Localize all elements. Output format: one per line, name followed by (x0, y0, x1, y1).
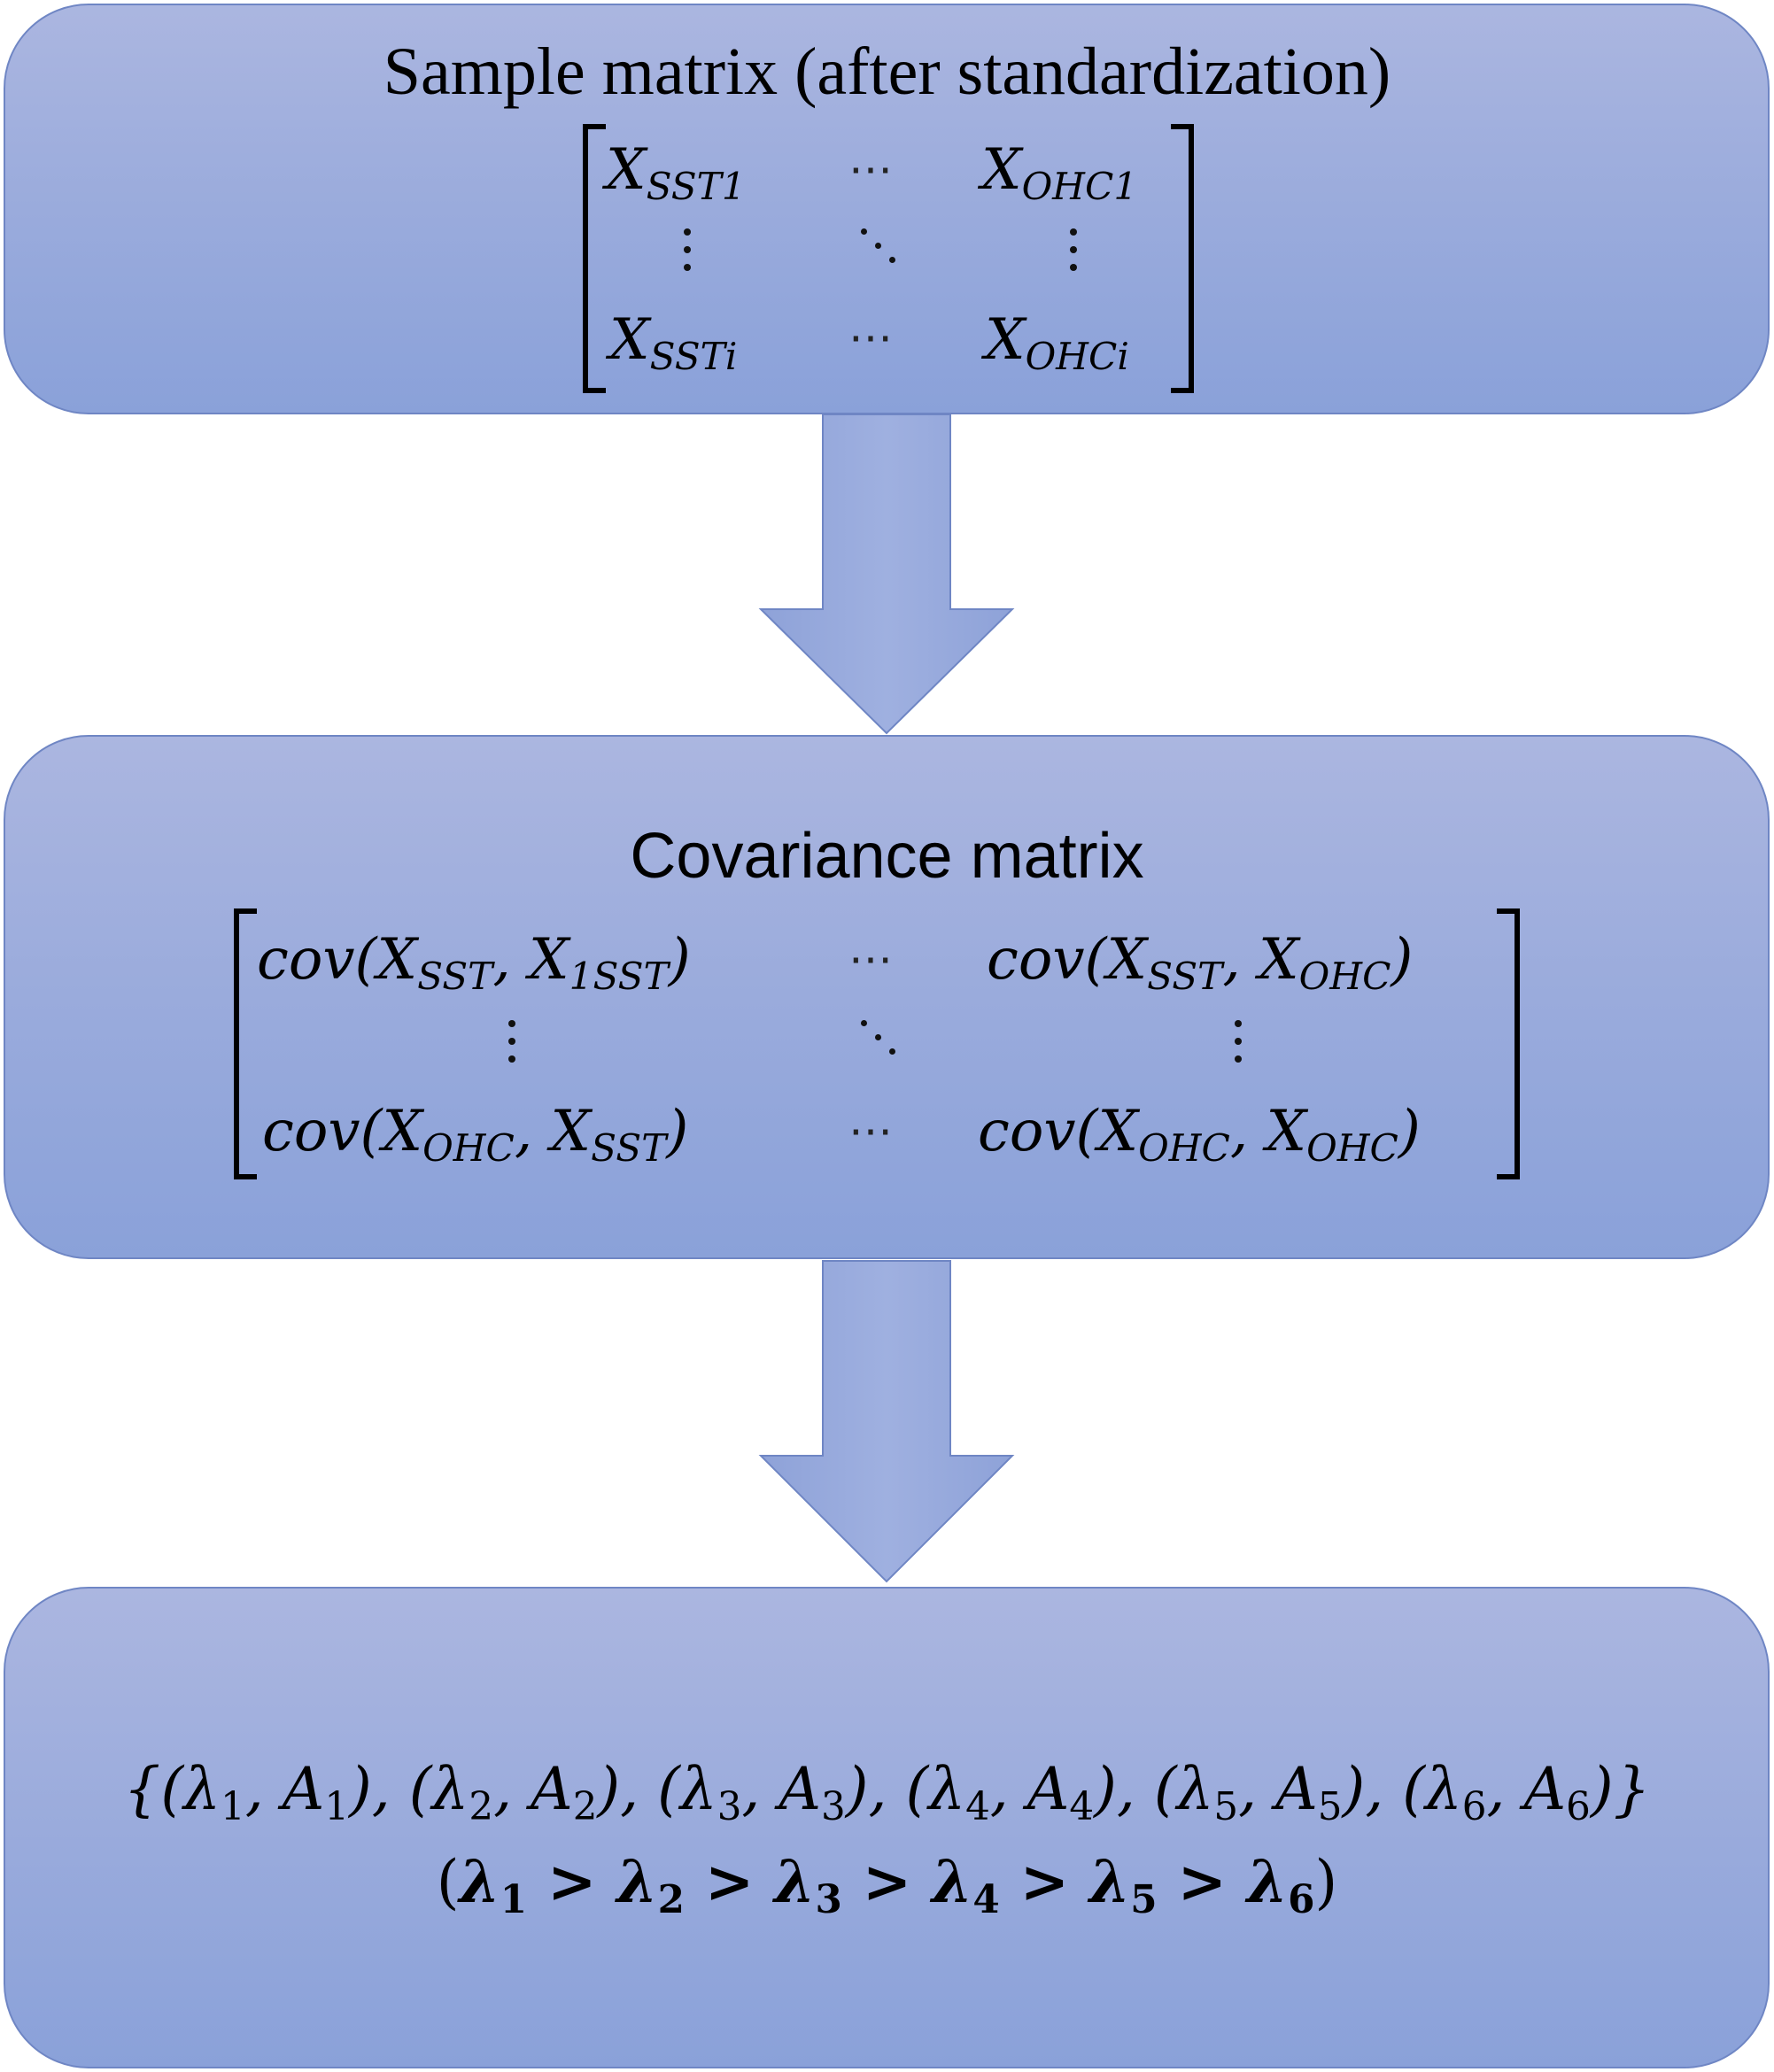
cov-cell-r1c3: cov(XSST, XOHC) (987, 927, 1414, 998)
right-bracket (1497, 908, 1520, 1179)
left-bracket (234, 908, 257, 1179)
matrix-cell-sst1: XSST1 (606, 137, 746, 208)
right-bracket (1171, 124, 1194, 393)
down-arrow (758, 1260, 1015, 1583)
matrix-cell-ohc1: XOHC1 (981, 137, 1138, 208)
horizontal-ellipsis: ⋯ (848, 933, 893, 985)
eigen-pairs-set: {(λ1, A1), (λ2, A2), (λ3, A3), (λ4, A4),… (123, 1755, 1651, 1830)
cov-cell-r3c3: cov(XOHC, XOHC) (978, 1099, 1421, 1170)
vertical-ellipsis (1235, 1020, 1242, 1064)
cov-cell-r1c1: cov(XSST, X1SST) (257, 927, 691, 998)
vertical-ellipsis (508, 1020, 515, 1064)
matrix-cell-ohci: XOHCi (985, 307, 1129, 378)
diagonal-ellipsis (861, 1020, 896, 1055)
horizontal-ellipsis: ⋯ (848, 312, 893, 363)
eigenvalue-ordering: (λ1 > λ2 > λ3 > λ4 > λ5 > λ6) (436, 1847, 1338, 1923)
matrix-cell-ssti: XSSTi (609, 307, 738, 378)
cov-cell-r3c1: cov(XOHC, XSST) (262, 1099, 689, 1170)
covariance-matrix-title: Covariance matrix (630, 821, 1144, 892)
eigen-pairs-box (4, 1587, 1770, 2068)
diagonal-ellipsis (861, 228, 896, 264)
sample-matrix-box (4, 4, 1770, 414)
left-bracket (583, 124, 606, 393)
sample-matrix-title: Sample matrix (after standardization) (383, 35, 1391, 109)
down-arrow (758, 414, 1015, 735)
vertical-ellipsis (1070, 228, 1077, 273)
horizontal-ellipsis: ⋯ (848, 143, 893, 195)
horizontal-ellipsis: ⋯ (848, 1105, 893, 1156)
vertical-ellipsis (684, 228, 691, 273)
covariance-matrix-box (4, 735, 1770, 1259)
